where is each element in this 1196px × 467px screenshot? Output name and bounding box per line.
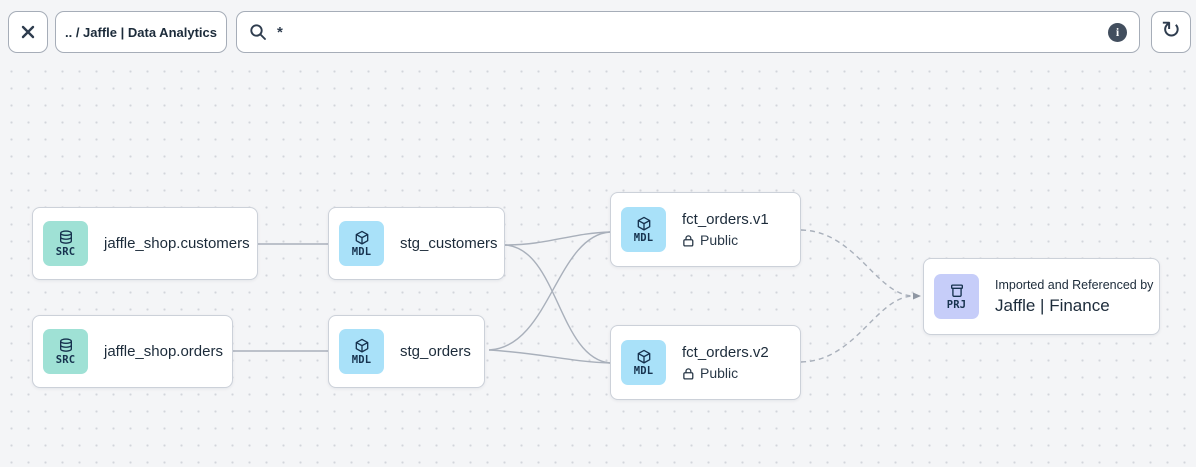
model-type-chip: MDL xyxy=(621,340,666,385)
access-badge-label: Public xyxy=(700,232,739,248)
node-title: stg_orders xyxy=(400,342,471,360)
source-type-chip: SRC xyxy=(43,221,88,266)
cube-icon xyxy=(637,216,650,231)
node-type-label: MDL xyxy=(633,231,654,244)
node-type-label: PRJ xyxy=(946,298,967,311)
node-title: fct_orders.v1 xyxy=(682,211,769,228)
cube-icon xyxy=(355,230,368,245)
node-type-label: SRC xyxy=(55,245,76,258)
unlock-icon xyxy=(683,234,694,247)
access-badge: Public xyxy=(682,232,769,248)
cube-icon xyxy=(637,349,650,364)
node-stg-customers[interactable]: MDL stg_customers xyxy=(328,207,505,280)
access-badge: Public xyxy=(682,365,769,381)
node-title: fct_orders.v2 xyxy=(682,344,769,361)
node-fct-orders-v1[interactable]: MDL fct_orders.v1 Public xyxy=(610,192,801,267)
node-type-label: SRC xyxy=(55,353,76,366)
model-type-chip: MDL xyxy=(621,207,666,252)
cube-icon xyxy=(355,338,368,353)
refresh-button[interactable]: ↻ xyxy=(1151,11,1191,53)
search-input[interactable] xyxy=(277,23,1098,41)
close-icon xyxy=(21,25,35,39)
breadcrumb: .. / Jaffle | Data Analytics xyxy=(65,24,217,40)
node-subtitle: Imported and Referenced by xyxy=(995,277,1154,292)
node-title: stg_customers xyxy=(400,234,498,252)
node-jaffle-shop-orders[interactable]: SRC jaffle_shop.orders xyxy=(32,315,233,388)
model-type-chip: MDL xyxy=(339,329,384,374)
model-type-chip: MDL xyxy=(339,221,384,266)
node-type-label: MDL xyxy=(351,245,372,258)
project-type-chip: PRJ xyxy=(934,274,979,319)
node-type-label: MDL xyxy=(633,364,654,377)
database-icon xyxy=(59,337,72,352)
database-icon xyxy=(59,229,72,244)
node-stg-orders[interactable]: MDL stg_orders xyxy=(328,315,485,388)
access-badge-label: Public xyxy=(700,365,739,381)
node-project-jaffle-finance[interactable]: PRJ Imported and Referenced by Jaffle | … xyxy=(923,258,1160,335)
node-title: Jaffle | Finance xyxy=(995,295,1110,315)
search-box[interactable]: i xyxy=(236,11,1140,53)
node-title: jaffle_shop.customers xyxy=(104,234,250,252)
node-title: jaffle_shop.orders xyxy=(104,342,223,360)
unlock-icon xyxy=(683,367,694,380)
breadcrumb-button[interactable]: .. / Jaffle | Data Analytics xyxy=(55,11,227,53)
source-type-chip: SRC xyxy=(43,329,88,374)
close-button[interactable] xyxy=(8,11,48,53)
archive-box-icon xyxy=(950,283,963,297)
search-icon xyxy=(250,24,266,40)
node-fct-orders-v2[interactable]: MDL fct_orders.v2 Public xyxy=(610,325,801,400)
refresh-icon: ↻ xyxy=(1160,17,1182,44)
node-jaffle-shop-customers[interactable]: SRC jaffle_shop.customers xyxy=(32,207,258,280)
info-icon[interactable]: i xyxy=(1108,22,1127,42)
node-type-label: MDL xyxy=(351,353,372,366)
